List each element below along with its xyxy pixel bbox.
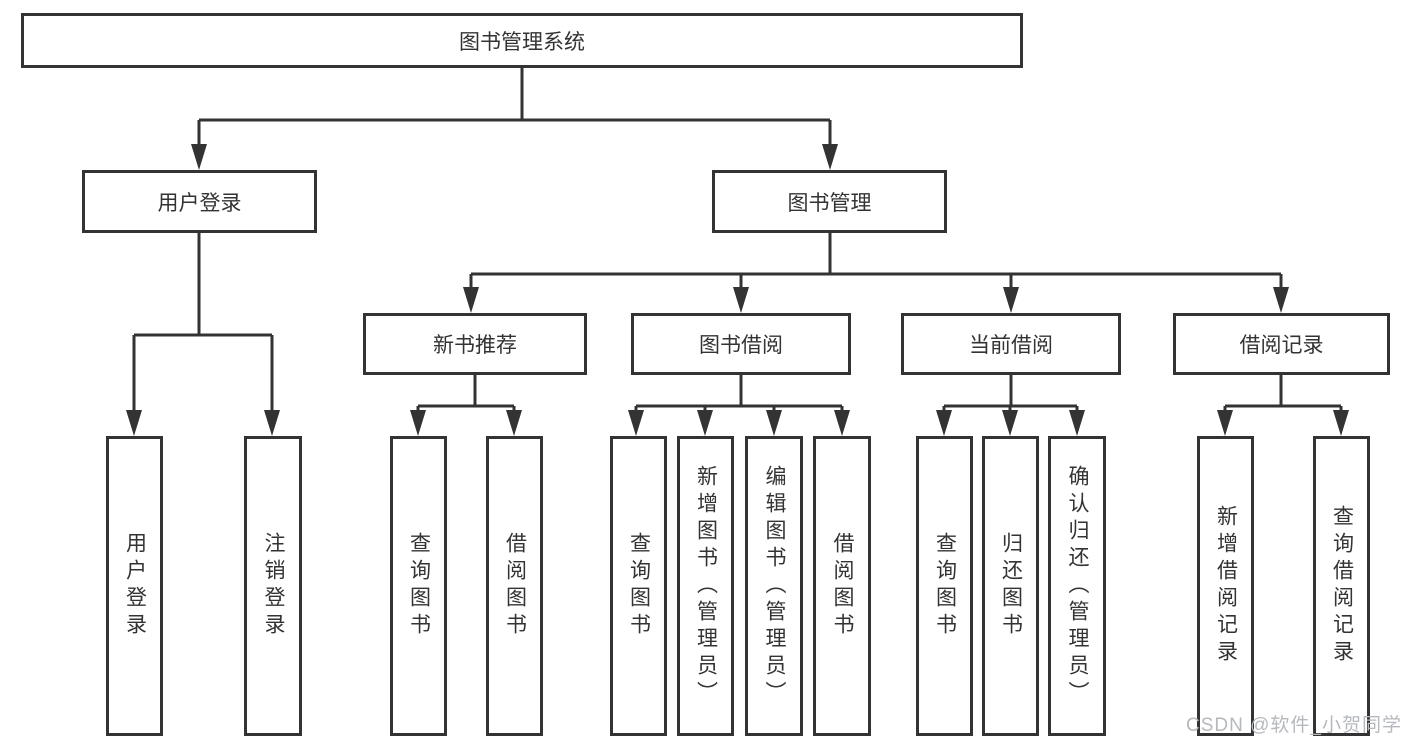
tree-edges	[132, 68, 1343, 412]
leaf-query-borrow-record: 查询借阅记录	[1313, 436, 1370, 736]
leaf-user-login-label: 用户登录	[123, 532, 147, 640]
node-new-book-recommend: 新书推荐	[363, 313, 587, 375]
leaf-return-books-label: 归还图书	[999, 532, 1023, 640]
leaf-query-books-current-label: 查询图书	[933, 532, 957, 640]
node-borrow-records: 借阅记录	[1173, 313, 1390, 375]
node-book-borrow-label: 图书借阅	[699, 334, 783, 357]
watermark: CSDN @软件_小贺同学	[1186, 715, 1402, 736]
leaf-add-borrow-record-label: 新增借阅记录	[1214, 505, 1238, 667]
node-borrow-records-label: 借阅记录	[1239, 334, 1324, 357]
node-book-management: 图书管理	[712, 170, 947, 233]
leaf-query-books-borrow: 查询图书	[610, 436, 667, 736]
leaf-query-books-recommend: 查询图书	[390, 436, 447, 736]
node-library-system-label: 图书管理系统	[459, 30, 585, 54]
node-library-system: 图书管理系统	[21, 13, 1023, 68]
leaf-query-books-recommend-label: 查询图书	[407, 532, 431, 640]
leaf-borrow-books: 借阅图书	[813, 436, 871, 736]
node-current-borrow: 当前借阅	[901, 313, 1121, 375]
node-new-book-recommend-label: 新书推荐	[433, 334, 517, 357]
leaf-add-books-admin: 新增图书（管理员）	[677, 436, 734, 736]
node-current-borrow-label: 当前借阅	[969, 334, 1053, 357]
leaf-borrow-books-recommend: 借阅图书	[486, 436, 543, 736]
leaf-add-borrow-record: 新增借阅记录	[1197, 436, 1254, 736]
leaf-logout-label: 注销登录	[262, 532, 285, 640]
node-book-borrow: 图书借阅	[631, 313, 851, 375]
leaf-logout: 注销登录	[244, 436, 302, 736]
leaf-return-books: 归还图书	[982, 436, 1039, 736]
leaf-edit-books-admin: 编辑图书（管理员）	[745, 436, 803, 736]
arrowheads	[126, 144, 1349, 436]
leaf-query-books-current: 查询图书	[916, 436, 973, 736]
node-user-login-label: 用户登录	[157, 191, 242, 215]
leaf-borrow-books-recommend-label: 借阅图书	[503, 532, 527, 640]
node-book-management-label: 图书管理	[787, 191, 872, 215]
leaf-add-books-admin-label: 新增图书（管理员）	[694, 464, 718, 708]
leaf-edit-books-admin-label: 编辑图书（管理员）	[763, 464, 786, 708]
leaf-user-login: 用户登录	[106, 436, 163, 736]
leaf-query-borrow-record-label: 查询借阅记录	[1330, 505, 1354, 667]
leaf-borrow-books-label: 借阅图书	[831, 532, 854, 640]
node-user-login: 用户登录	[82, 170, 317, 233]
leaf-query-books-borrow-label: 查询图书	[627, 532, 651, 640]
leaf-confirm-return-admin: 确认归还（管理员）	[1048, 436, 1106, 736]
leaf-confirm-return-admin-label: 确认归还（管理员）	[1066, 464, 1089, 708]
